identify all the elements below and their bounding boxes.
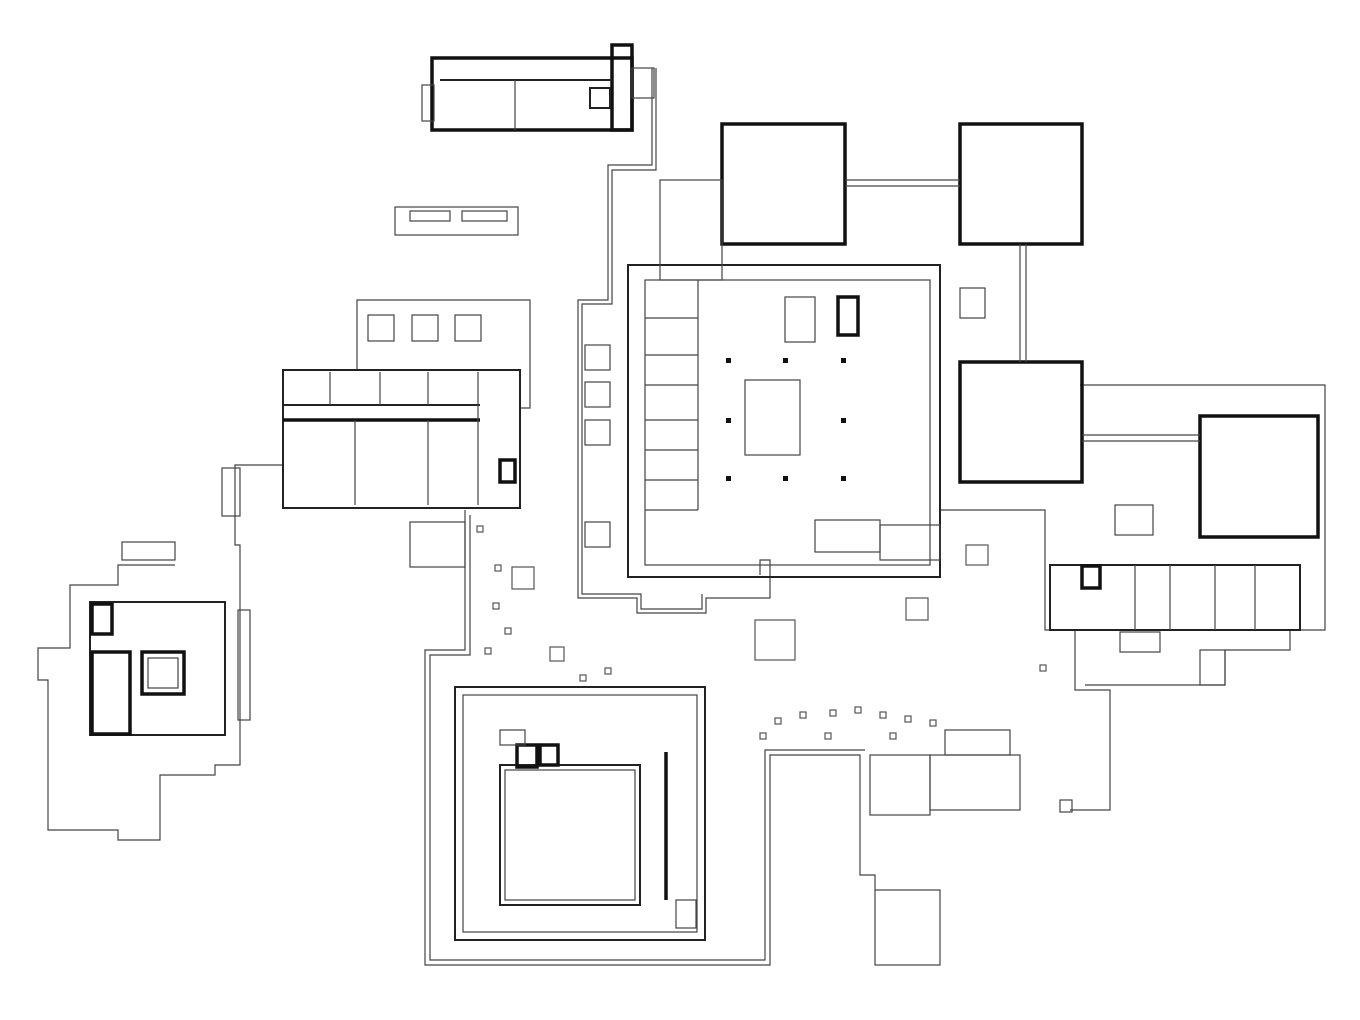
north-building [421,43,655,132]
southwest-building [89,541,251,736]
pavilion-3 [958,360,1084,484]
pavilion-4 [1198,414,1320,539]
pavilion-1 [720,122,847,246]
pavilion-2 [958,122,1084,246]
east-wing [1049,564,1301,686]
courtyard-markers [476,525,1047,740]
southeast-terraces [869,729,1073,966]
west-building [221,314,521,568]
site-outline [37,68,1326,966]
central-stair [744,379,801,456]
gallery-pavilions [659,122,1320,539]
south-courtyard-building [454,686,706,941]
outdoor-stair-bar [394,206,519,236]
central-hall [584,264,941,578]
hall-bays [645,317,698,511]
